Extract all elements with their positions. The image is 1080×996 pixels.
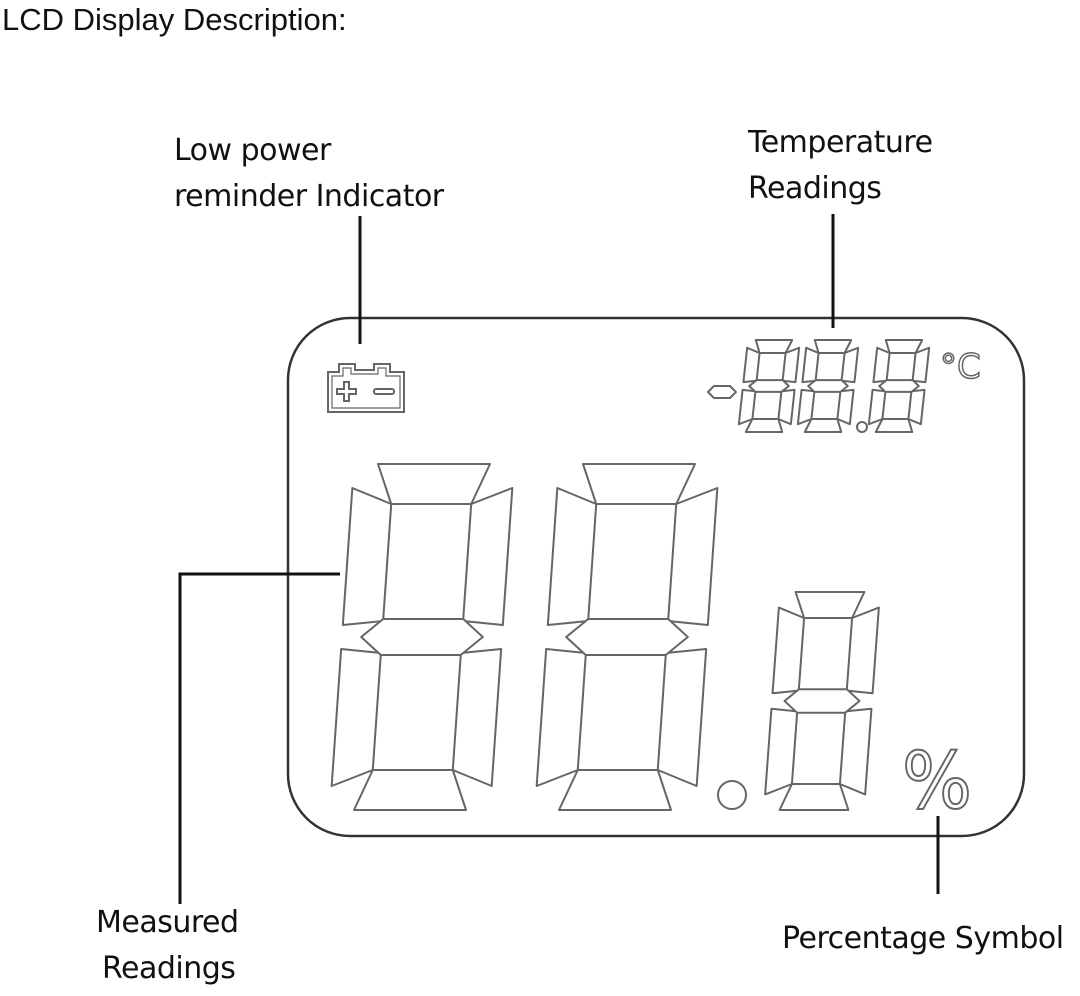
temperature-digit-1-segment-d	[744, 418, 784, 433]
label-percentage: Percentage Symbol	[782, 921, 1064, 956]
measured-digit-2-segment-c	[656, 648, 708, 787]
temperature-minus-segment	[707, 385, 737, 399]
measured-decimal-point	[717, 780, 747, 810]
temperature-digit-1	[737, 339, 801, 433]
measured-digit-1-segment-a	[377, 463, 491, 505]
page-title: LCD Display Description:	[2, 2, 347, 37]
temperature-decimal-point	[856, 421, 868, 433]
label-measured: Measured Readings	[96, 900, 239, 992]
measured-digit-1-segment-d	[353, 769, 467, 811]
measured-digit-1-segment-g	[360, 618, 484, 656]
label-temperature-line1: Temperature	[748, 125, 933, 160]
temperature-digit-3-segment-c	[907, 388, 926, 426]
label-measured-line2: Readings	[102, 951, 236, 986]
label-temperature-line2: Readings	[748, 171, 882, 206]
temperature-digit-1-segment-e	[737, 388, 757, 426]
percentage-symbol: %	[902, 737, 972, 827]
temperature-digit-1-segment-b	[781, 346, 801, 384]
measured-digit-3-segment-g	[783, 688, 861, 714]
measured-digit-2-segment-g	[565, 618, 689, 656]
measured-digit-1-segment-b	[462, 487, 514, 626]
temperature-digit-2-segment-d	[803, 418, 843, 433]
label-low-power-line2: reminder Indicator	[174, 179, 444, 214]
measured-digit-3-segment-d	[778, 783, 850, 811]
temperature-digit-3-segment-e	[867, 388, 887, 426]
measured-digit-3-segment-b	[845, 606, 880, 695]
temperature-digit-1-segment-g	[748, 379, 790, 393]
temperature-digit-3	[867, 339, 931, 433]
temperature-digits	[737, 339, 931, 433]
label-measured-line1: Measured	[96, 905, 239, 940]
measured-digit-2-segment-a	[582, 463, 696, 505]
lcd-frame	[286, 316, 1026, 838]
temperature-digit-2-segment-a	[813, 339, 853, 354]
measured-digits	[330, 463, 880, 811]
measured-digit-3-segment-f	[771, 606, 806, 695]
measured-digit-2-segment-b	[667, 487, 719, 626]
temperature-unit: °C	[940, 347, 981, 387]
battery-plus-symbol	[336, 381, 357, 402]
measured-digit-2	[535, 463, 719, 811]
battery-minus-symbol	[373, 388, 395, 395]
leader-line-measured	[178, 572, 340, 904]
temperature-digit-3-segment-b	[911, 346, 931, 384]
measured-digit-1-segment-c	[451, 648, 503, 787]
temperature-digit-2-segment-b	[840, 346, 860, 384]
temperature-digit-2-segment-f	[801, 346, 820, 384]
temperature-digit-3-segment-d	[874, 418, 914, 433]
temperature-digit-3-segment-f	[872, 346, 891, 384]
temperature-digit-2-segment-c	[836, 388, 855, 426]
measured-digit-2-segment-f	[546, 487, 598, 626]
temperature-digit-2	[796, 339, 860, 433]
temperature-digit-1-segment-c	[777, 388, 796, 426]
measured-digit-3-segment-e	[764, 707, 799, 796]
measured-digit-2-segment-e	[535, 648, 587, 787]
measured-digit-3-segment-c	[838, 707, 873, 796]
battery-icon	[327, 363, 405, 413]
label-low-power-line1: Low power	[174, 133, 331, 168]
label-temperature: Temperature Readings	[748, 120, 933, 212]
measured-digit-2-segment-d	[558, 769, 672, 811]
temperature-digit-3-segment-g	[878, 379, 920, 393]
measured-digit-3-segment-a	[794, 591, 866, 619]
temperature-digit-2-segment-g	[807, 379, 849, 393]
temperature-digit-1-segment-a	[754, 339, 794, 354]
measured-digit-1-segment-e	[330, 648, 382, 787]
measured-digit-1	[330, 463, 514, 811]
measured-digit-3	[764, 591, 880, 811]
measured-digit-1-segment-f	[341, 487, 393, 626]
temperature-digit-2-segment-e	[796, 388, 816, 426]
temperature-digit-3-segment-a	[884, 339, 924, 354]
label-low-power: Low power reminder Indicator	[174, 128, 444, 220]
temperature-digit-1-segment-f	[742, 346, 761, 384]
